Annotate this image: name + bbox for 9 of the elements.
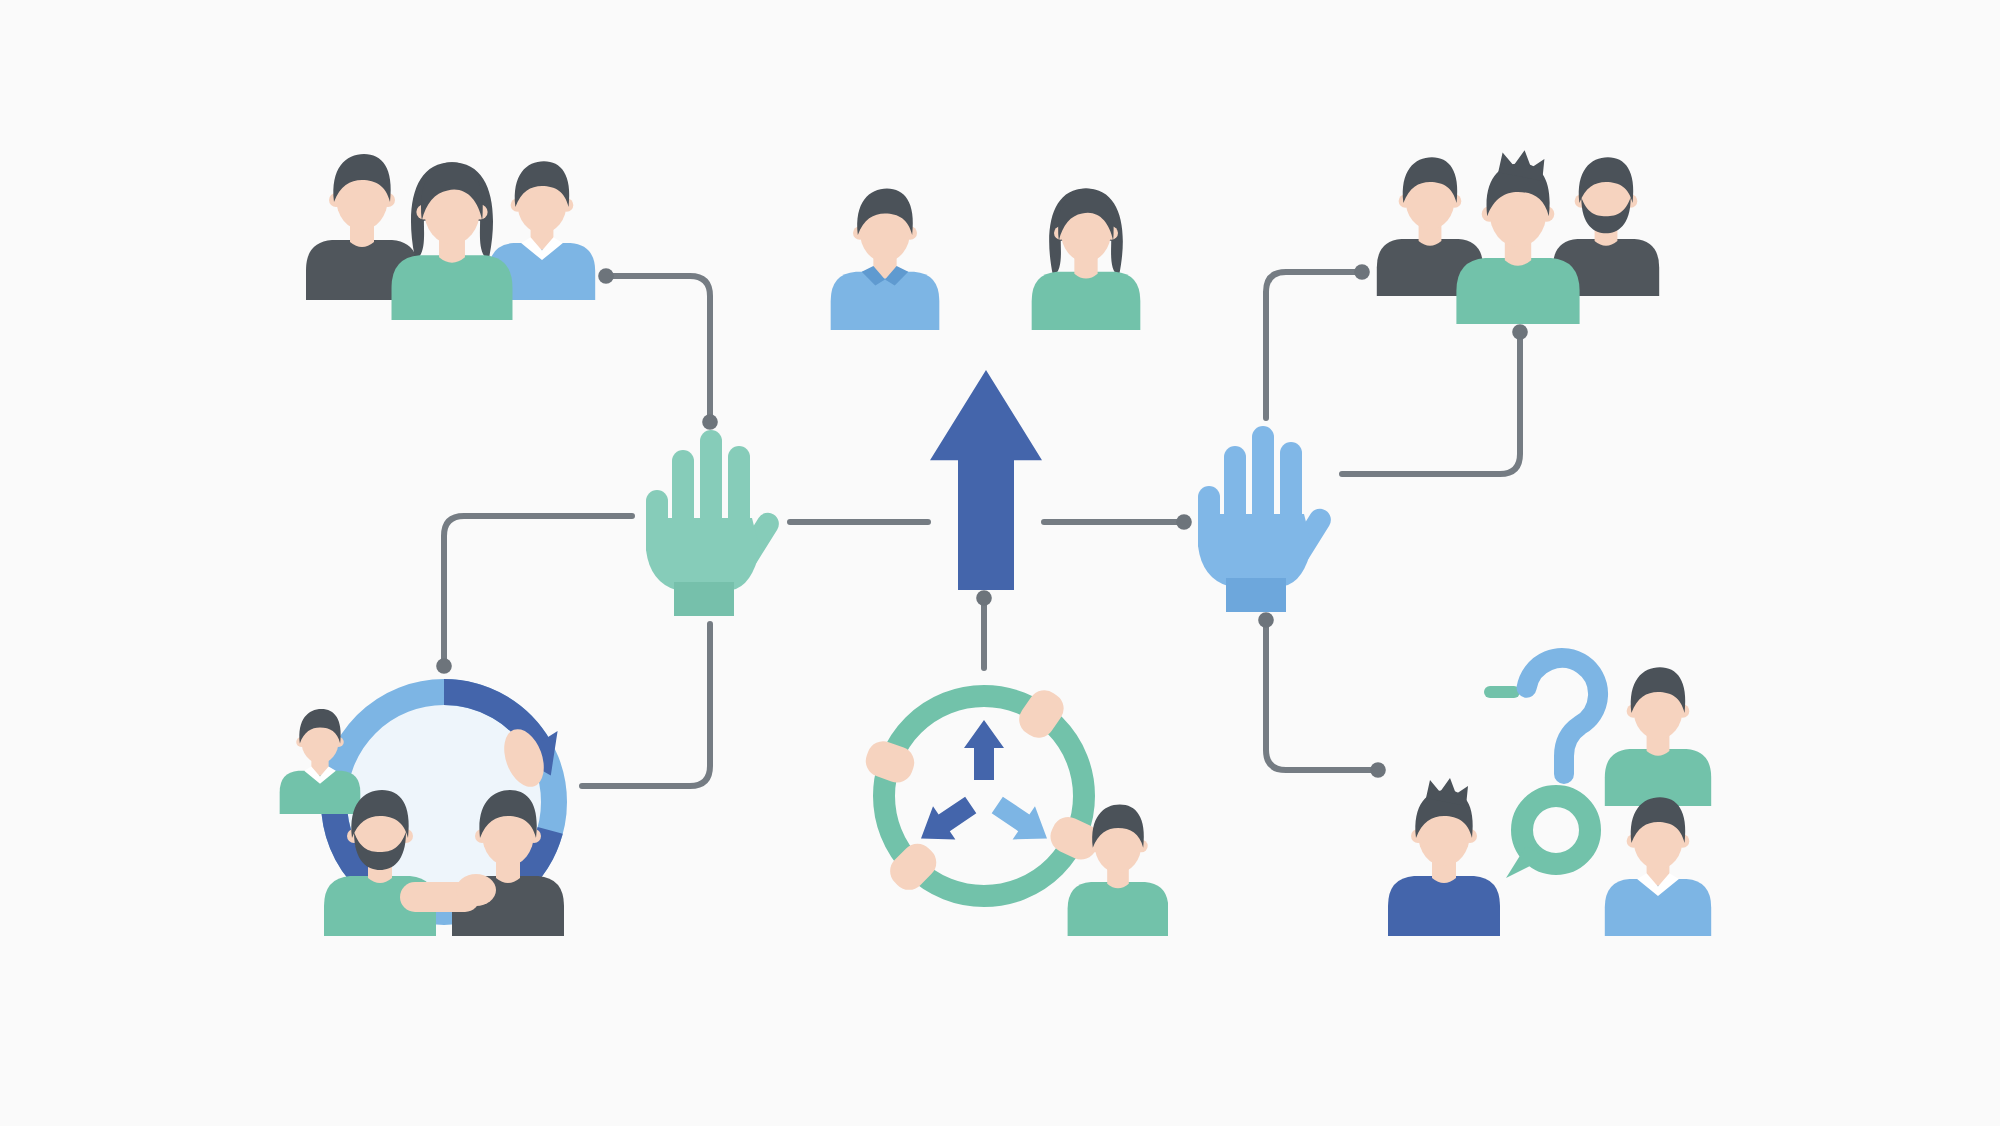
connector-line — [787, 519, 931, 525]
connector-line — [579, 621, 713, 789]
connector-line — [598, 268, 718, 430]
connector-line — [1339, 324, 1528, 477]
connector-line — [436, 513, 635, 674]
connector-line — [1041, 514, 1192, 530]
connector-line — [1263, 264, 1370, 421]
connector-line — [1258, 612, 1386, 778]
connector-line — [976, 590, 992, 671]
